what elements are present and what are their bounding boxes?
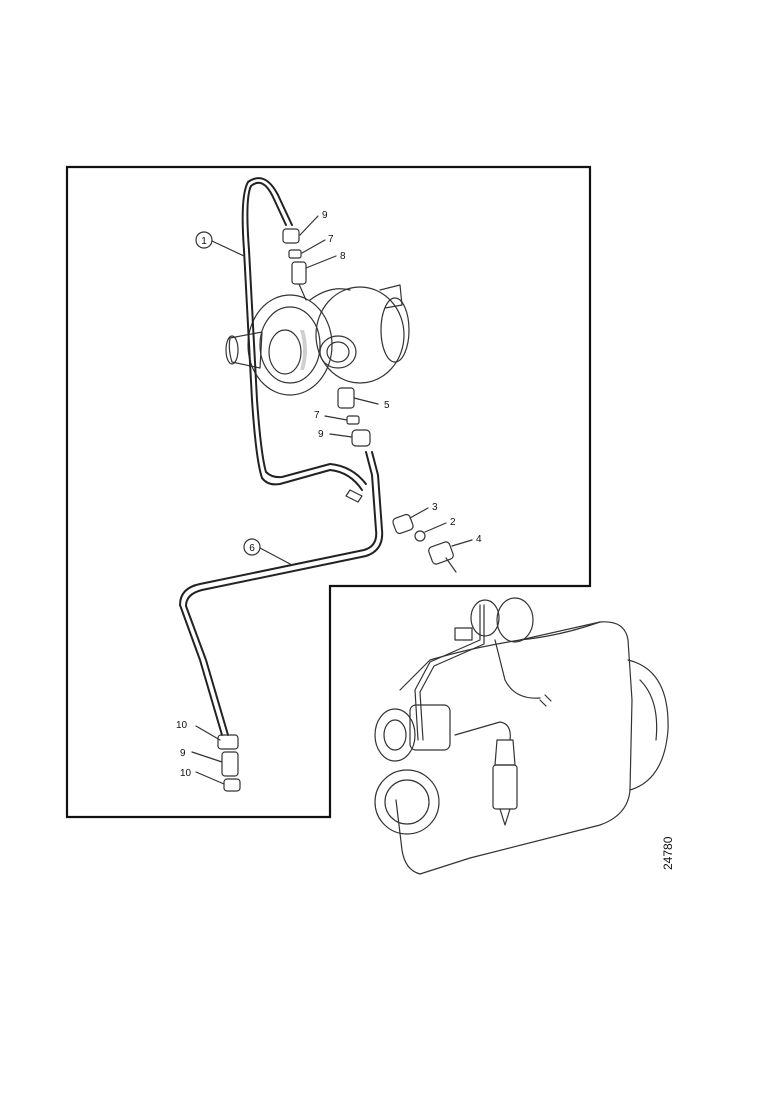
sensor-assembly xyxy=(392,513,457,573)
callout-pipe-1-label: 1 xyxy=(201,236,207,247)
callout-pipe-1: 1 xyxy=(195,231,245,257)
callout-sensor: 4 xyxy=(476,534,482,545)
turbocharger xyxy=(225,284,410,396)
callout-top-fitting: 8 xyxy=(340,251,346,262)
diagram-frame xyxy=(65,165,592,819)
callout-pipe-6-label: 6 xyxy=(249,543,255,554)
bottom-fittings xyxy=(217,734,241,792)
callout-turbo-fitting: 5 xyxy=(384,400,390,411)
figure-reference: 24780 xyxy=(661,836,675,870)
pipe-6 xyxy=(179,451,378,736)
callout-bottom-upper: 10 xyxy=(176,720,188,731)
callout-pipe-6: 6 xyxy=(243,538,293,566)
exploded-view: 1 6 9 7 8 5 7 9 3 2 4 10 9 xyxy=(176,177,482,792)
callout-mid-nut: 9 xyxy=(318,429,324,440)
callout-bottom-lower: 10 xyxy=(180,768,192,779)
callout-top-nut: 9 xyxy=(322,210,328,221)
callout-top-washer: 7 xyxy=(328,234,334,245)
callout-mid-washer: 7 xyxy=(314,410,320,421)
callout-bottom-mid: 9 xyxy=(180,748,186,759)
mid-fittings xyxy=(337,387,371,447)
callout-sensor-nut: 3 xyxy=(432,502,438,513)
callout-sensor-washer: 2 xyxy=(450,517,456,528)
engine-overview xyxy=(374,597,669,875)
top-fittings xyxy=(282,228,307,301)
pipe-1 xyxy=(241,177,363,491)
